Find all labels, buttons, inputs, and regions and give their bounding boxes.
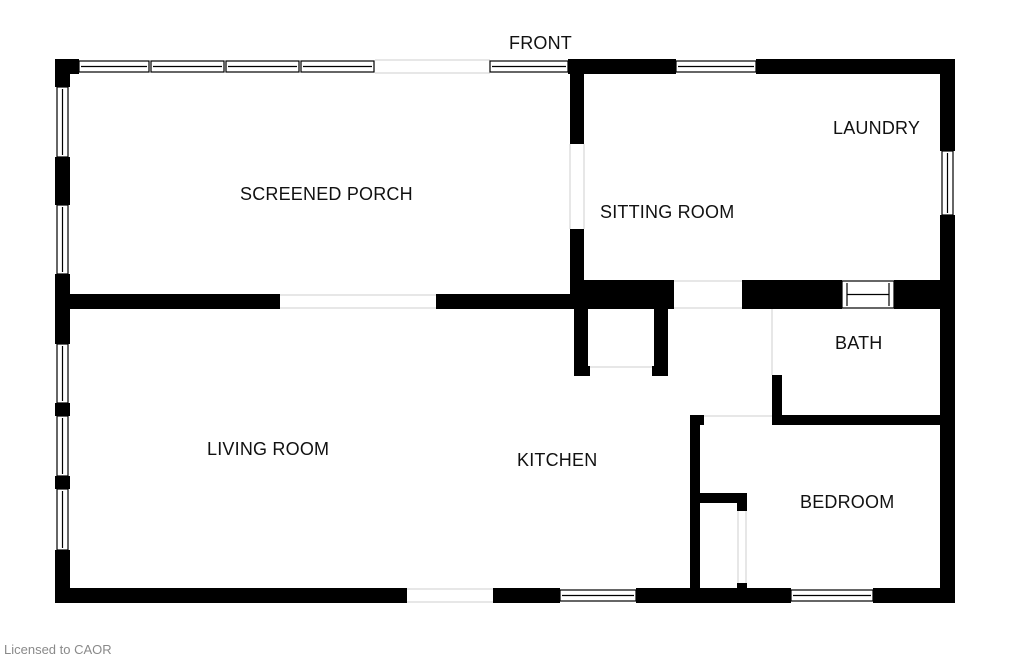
room-label-sitting-room: SITTING ROOM [600, 202, 735, 222]
window-top-6 [675, 60, 757, 73]
wall-sitting-bottom-a [570, 280, 674, 309]
window-bottom-kitchen [559, 589, 637, 602]
room-label-kitchen: KITCHEN [517, 450, 598, 470]
window-top-3 [225, 60, 300, 73]
windows [56, 60, 954, 602]
wall-sitting-bottom-c [894, 280, 955, 309]
window-left-3 [56, 343, 69, 404]
wall-bottom-d [873, 588, 955, 603]
wall-bottom-c [636, 588, 791, 603]
wall-porch-living-b [436, 294, 570, 309]
wall-bottom-b [493, 588, 560, 603]
wall-closet-right [654, 309, 668, 376]
window-top-1 [78, 60, 150, 73]
wall-bedroom-closet-right-b [737, 583, 747, 603]
wall-right-b [940, 215, 955, 603]
wall-left-a [55, 59, 70, 87]
wall-left-d [55, 403, 70, 416]
wall-closet-bottom-a [574, 366, 590, 376]
room-label-laundry: LAUNDRY [833, 118, 921, 138]
wall-sitting-bottom-b [742, 280, 842, 309]
window-left-2 [56, 204, 69, 275]
window-right-laundry [941, 150, 954, 216]
wall-closet-bottom-b [652, 366, 668, 376]
wall-top-right-b [756, 59, 955, 74]
wall-left-e [55, 476, 70, 489]
walls [55, 59, 955, 603]
wall-bath-left [772, 375, 782, 425]
door-openings [280, 59, 773, 603]
window-top-5 [489, 60, 569, 73]
window-left-5 [56, 488, 69, 551]
room-label-screened-porch: SCREENED PORCH [240, 184, 413, 204]
wall-bedroom-left [690, 415, 700, 603]
wall-closet-left [574, 309, 588, 376]
wall-right-a [940, 59, 955, 151]
window-left-1 [56, 86, 69, 158]
front-label: FRONT [509, 33, 572, 53]
wall-bedroom-closet-top [690, 493, 747, 503]
window-bath [841, 280, 895, 309]
wall-porch-sitting-a [570, 59, 584, 144]
wall-bottom-a [55, 588, 407, 603]
wall-bath-bottom [772, 415, 955, 425]
wall-porch-living-a [55, 294, 280, 309]
window-left-4 [56, 415, 69, 477]
window-top-4 [300, 60, 375, 73]
license-watermark: Licensed to CAOR [4, 642, 112, 657]
wall-top-right-a [568, 59, 676, 74]
room-label-bath: BATH [835, 333, 883, 353]
room-label-living-room: LIVING ROOM [207, 439, 330, 459]
wall-left-b [55, 157, 70, 205]
window-top-2 [150, 60, 225, 73]
room-label-bedroom: BEDROOM [800, 492, 895, 512]
window-bottom-bedroom [790, 589, 874, 602]
wall-bedroom-top-stub [690, 415, 704, 425]
wall-bedroom-closet-right-a [737, 493, 747, 511]
